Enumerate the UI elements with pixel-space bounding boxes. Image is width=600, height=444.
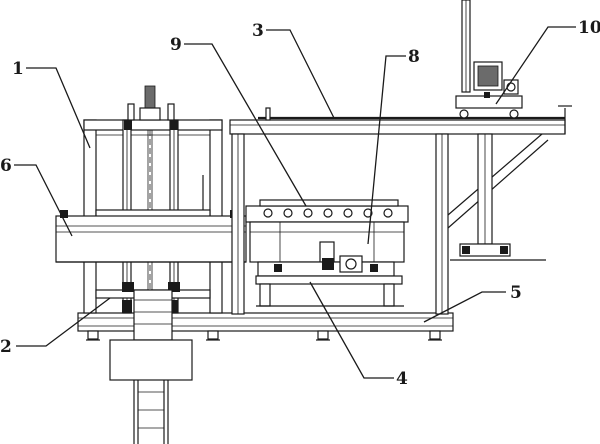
callout-8: 8 bbox=[408, 47, 420, 67]
left-conveyor bbox=[55, 210, 247, 263]
callout-labels: 1 6 2 9 3 8 10 5 4 bbox=[0, 18, 600, 389]
central-fixture bbox=[245, 199, 409, 307]
stair-assembly bbox=[109, 289, 193, 444]
right-trolley bbox=[450, 0, 546, 261]
callout-9: 9 bbox=[170, 35, 182, 55]
upper-gantry-beam bbox=[229, 105, 572, 315]
callout-1: 1 bbox=[12, 59, 24, 79]
callout-2: 2 bbox=[0, 337, 12, 357]
callout-6: 6 bbox=[0, 156, 12, 176]
leader-lines bbox=[14, 26, 576, 379]
callout-5: 5 bbox=[510, 283, 522, 303]
callout-4: 4 bbox=[396, 369, 408, 389]
left-tower-frame bbox=[83, 85, 223, 314]
callout-3: 3 bbox=[252, 21, 264, 41]
callout-10: 10 bbox=[578, 18, 600, 38]
